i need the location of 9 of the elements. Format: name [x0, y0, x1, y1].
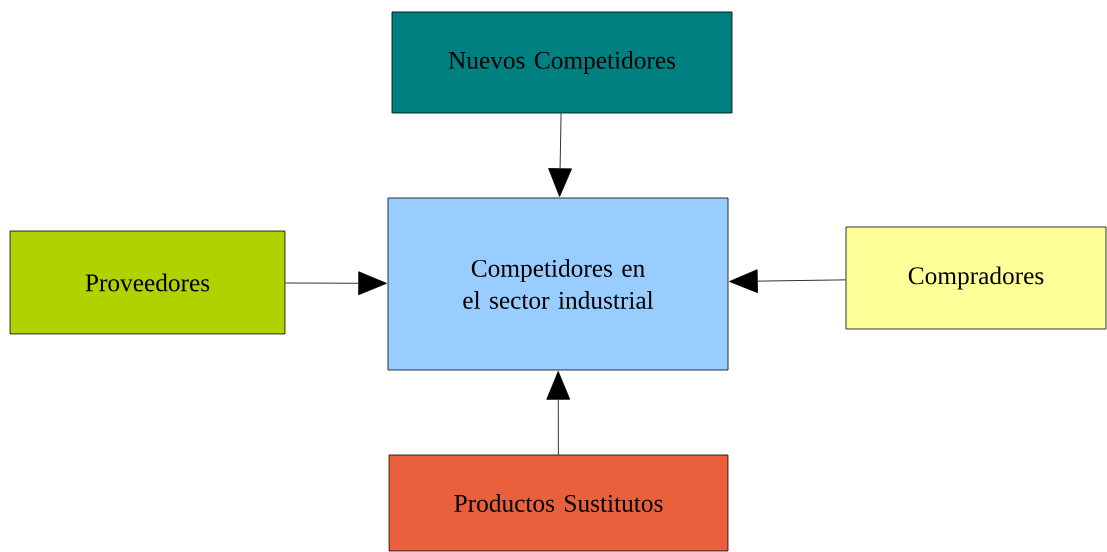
process-box: Compradores [845, 226, 1107, 330]
process-box: Competidores en el sector industrial [387, 197, 729, 371]
process-box: Nuevos Competidores [391, 11, 733, 114]
arrow [548, 113, 572, 197]
arrow [729, 269, 846, 294]
arrow [284, 271, 387, 296]
process-box: Productos Sustitutos [388, 454, 729, 552]
arrow [546, 371, 571, 455]
process-box: Proveedores [9, 230, 286, 335]
